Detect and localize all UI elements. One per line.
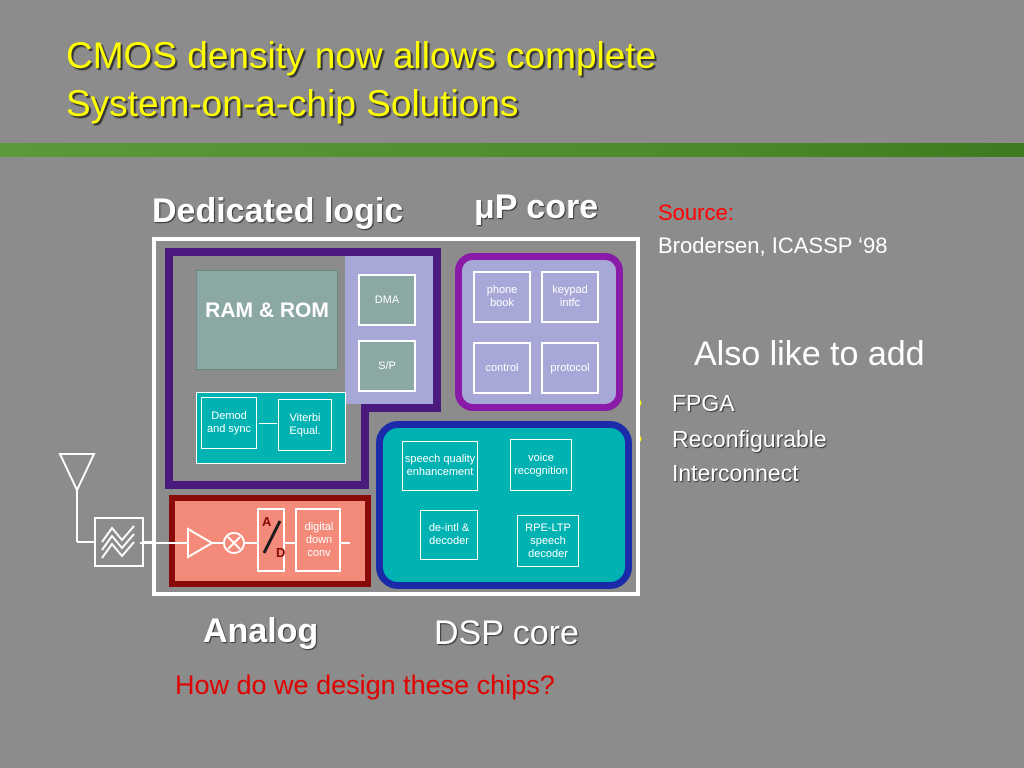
protocol-label: protocol [550, 361, 590, 374]
rpe-ltp-block: RPE-LTP speech decoder [517, 515, 579, 567]
source-citation: Brodersen, ICASSP ‘98 [658, 233, 888, 258]
connector-line [259, 423, 277, 424]
label-analog: Analog [203, 612, 319, 650]
ad-label-a: A [262, 514, 272, 529]
dma-label: DMA [374, 293, 400, 306]
viterbi-label: Viterbi Equal. [289, 412, 321, 437]
list-item-label: Reconfigurable Interconnect [672, 426, 827, 486]
demod-label: Demod and sync [206, 410, 252, 435]
bandpass-filter-icon [94, 517, 144, 567]
speech-quality-block: speech quality enhancement [402, 441, 478, 491]
also-heading: Also like to add [694, 335, 925, 373]
keypad-block: keypad intfc [541, 271, 599, 323]
mixer-icon [223, 532, 245, 554]
slide-title: CMOS density now allows complete System-… [66, 32, 966, 128]
phone-book-label: phone book [486, 284, 518, 309]
ram-rom-label: RAM & ROM [205, 298, 329, 322]
sp-block: S/P [358, 340, 416, 392]
ad-label-d: D [276, 545, 286, 560]
title-divider [0, 143, 1024, 157]
label-dsp-core: DSP core [434, 614, 579, 652]
question-mark: ? [539, 670, 555, 700]
list-item-label: FPGA [672, 390, 735, 416]
antenna-icon [58, 453, 96, 543]
label-up-core: μP core [474, 188, 599, 226]
demod-block: Demod and sync [201, 397, 257, 449]
protocol-block: protocol [541, 342, 599, 394]
list-item: ● Reconfigurable Interconnect [632, 422, 892, 490]
digital-down-conv-label: digital down conv [304, 520, 334, 559]
title-line-2: System-on-a-chip Solutions [66, 83, 519, 124]
list-item: ● FPGA [632, 386, 892, 420]
also-list: ● FPGA ● Reconfigurable Interconnect [632, 386, 892, 490]
label-dedicated-logic: Dedicated logic [152, 192, 404, 230]
keypad-label: keypad intfc [552, 284, 588, 309]
control-block: control [473, 342, 531, 394]
viterbi-block: Viterbi Equal. [278, 399, 332, 451]
question-text: How do we design these chips? [175, 670, 555, 701]
control-label: control [485, 361, 519, 374]
phone-book-block: phone book [473, 271, 531, 323]
title-line-1: CMOS density now allows complete [66, 35, 657, 76]
amplifier-icon [187, 527, 214, 559]
deintl-block: de-intl & decoder [420, 510, 478, 560]
analog-chain-graphic [140, 508, 350, 572]
digital-down-conv-block: digital down conv [297, 509, 341, 571]
dma-block: DMA [358, 274, 416, 326]
speech-quality-label: speech quality enhancement [404, 453, 476, 478]
source-label: Source: [658, 200, 734, 225]
question-body: How do we design these chips [175, 670, 540, 700]
voice-recognition-label: voice recognition [514, 452, 568, 477]
ad-converter-icon [257, 508, 285, 572]
voice-recognition-block: voice recognition [510, 439, 572, 491]
ram-rom-block: RAM & ROM [196, 270, 338, 370]
rpe-ltp-label: RPE-LTP speech decoder [525, 521, 571, 560]
deintl-label: de-intl & decoder [428, 522, 470, 547]
sp-label: S/P [378, 359, 396, 372]
